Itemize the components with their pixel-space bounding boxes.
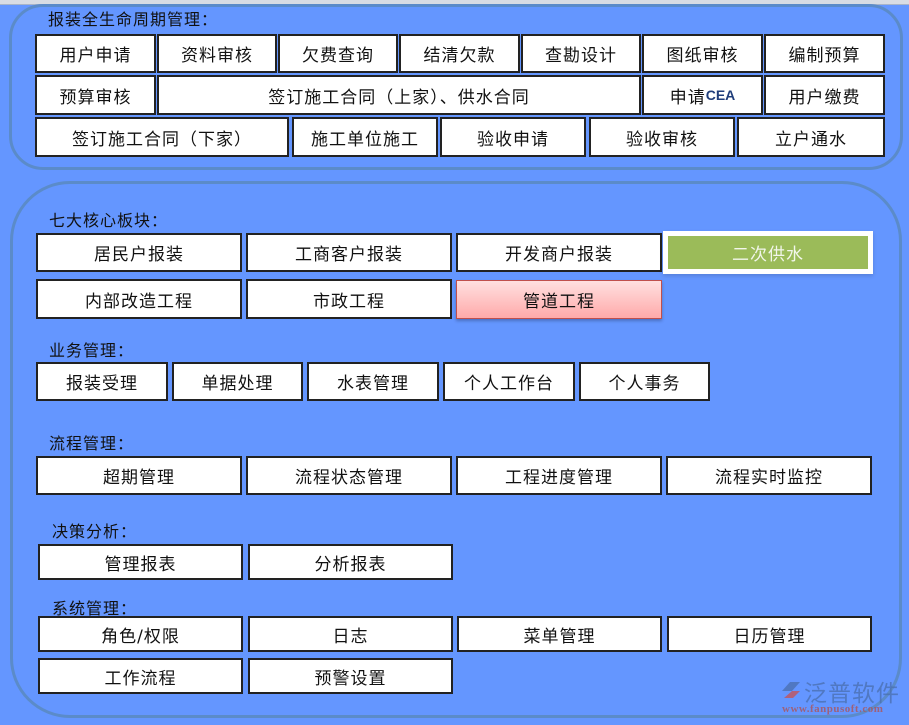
btn-arrears-query[interactable]: 欠费查询 [278,34,398,73]
btn-drawing-review[interactable]: 图纸审核 [642,34,763,73]
decision-title: 决策分析： [52,522,138,541]
btn-user-payment[interactable]: 用户缴费 [764,75,885,115]
btn-prepare-budget[interactable]: 编制预算 [764,34,885,73]
btn-commercial-install[interactable]: 工商客户报装 [246,233,452,272]
btn-acceptance-review[interactable]: 验收审核 [589,117,735,157]
btn-municipal-engineering[interactable]: 市政工程 [246,279,452,319]
btn-contractor-construction[interactable]: 施工单位施工 [292,117,438,157]
btn-menu-management[interactable]: 菜单管理 [457,616,662,652]
core-modules-title: 七大核心板块： [49,211,169,230]
btn-user-application[interactable]: 用户申请 [35,34,156,73]
brand-url: www.fanpusoft.com [782,703,884,715]
btn-workflow[interactable]: 工作流程 [38,658,243,694]
btn-residential-install[interactable]: 居民户报装 [36,233,242,272]
brand-watermark: 泛普软件 www.fanpusoft.com [780,676,905,720]
btn-acceptance-application[interactable]: 验收申请 [440,117,586,157]
btn-personal-workbench[interactable]: 个人工作台 [443,362,575,401]
btn-install-acceptance[interactable]: 报装受理 [36,362,168,401]
process-title: 流程管理： [49,434,135,453]
apply-cea-label-latin: CEA [705,87,736,103]
brand-logo-icon [782,682,800,698]
apply-cea-label-cn: 申请 [669,87,706,108]
btn-alert-settings[interactable]: 预警设置 [248,658,453,694]
btn-pipeline-engineering[interactable]: 管道工程 [456,280,662,319]
btn-process-monitoring[interactable]: 流程实时监控 [666,456,872,495]
business-title: 业务管理： [49,341,135,360]
btn-calendar-management[interactable]: 日历管理 [667,616,872,652]
btn-survey-design[interactable]: 查勘设计 [521,34,641,73]
btn-budget-review[interactable]: 预算审核 [35,75,156,115]
btn-analysis-reports[interactable]: 分析报表 [248,544,453,580]
btn-internal-renovation[interactable]: 内部改造工程 [36,279,242,319]
btn-sign-contract-lower[interactable]: 签订施工合同（下家） [35,117,289,157]
system-title: 系统管理： [52,599,138,618]
btn-roles-permissions[interactable]: 角色/权限 [38,616,243,652]
btn-project-progress[interactable]: 工程进度管理 [456,456,662,495]
btn-open-account-water[interactable]: 立户通水 [737,117,885,157]
btn-logs[interactable]: 日志 [248,616,453,652]
btn-management-reports[interactable]: 管理报表 [38,544,243,580]
btn-secondary-water-supply[interactable]: 二次供水 [668,236,868,269]
btn-settle-arrears[interactable]: 结清欠款 [399,34,520,73]
btn-document-processing[interactable]: 单据处理 [172,362,303,401]
btn-sign-contract-upper[interactable]: 签订施工合同（上家）、供水合同 [157,75,641,115]
brand-name: 泛普软件 [804,681,900,707]
btn-personal-affairs[interactable]: 个人事务 [579,362,710,401]
lifecycle-title: 报装全生命周期管理： [48,10,219,29]
btn-process-status[interactable]: 流程状态管理 [246,456,452,495]
btn-document-review[interactable]: 资料审核 [157,34,277,73]
btn-developer-install[interactable]: 开发商户报装 [456,233,662,272]
btn-meter-management[interactable]: 水表管理 [307,362,439,401]
btn-overdue-management[interactable]: 超期管理 [36,456,242,495]
